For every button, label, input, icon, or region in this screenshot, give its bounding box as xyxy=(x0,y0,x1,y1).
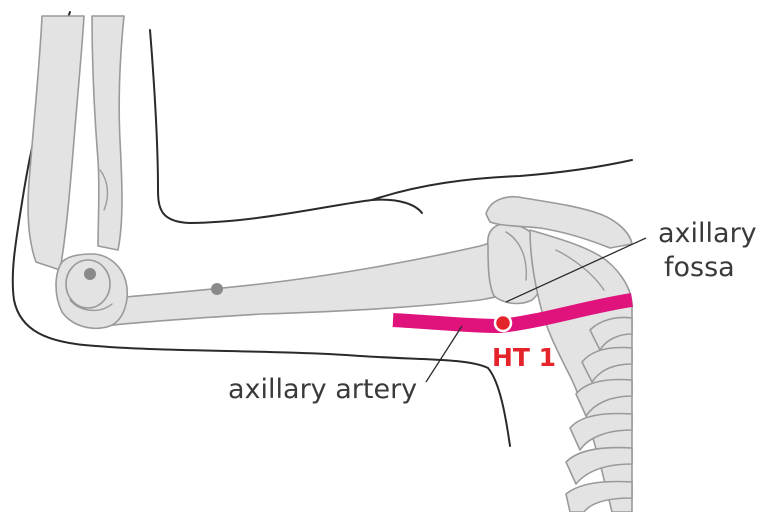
skeleton xyxy=(28,16,632,512)
axillary-fossa-label: axillary fossa xyxy=(658,218,765,283)
arm-marker-dot xyxy=(211,283,223,295)
elbow-condyle xyxy=(66,260,110,308)
axillary-fossa-label-line1: axillary xyxy=(658,218,757,249)
axillary-fossa-label-line2: fossa xyxy=(664,252,735,283)
shoulder-contour xyxy=(372,160,632,200)
axillary-artery-label: axillary artery xyxy=(228,374,417,405)
radius-bone xyxy=(92,16,124,250)
humerus-bone xyxy=(96,236,530,326)
ht1-acupoint-label: HT 1 xyxy=(492,343,556,372)
inner-forearm-contour xyxy=(150,30,422,223)
axillary-artery-leader xyxy=(426,326,462,382)
elbow-marker-dot xyxy=(84,268,96,280)
ht1-acupoint-marker xyxy=(495,315,511,331)
ulna-bone xyxy=(28,16,84,270)
